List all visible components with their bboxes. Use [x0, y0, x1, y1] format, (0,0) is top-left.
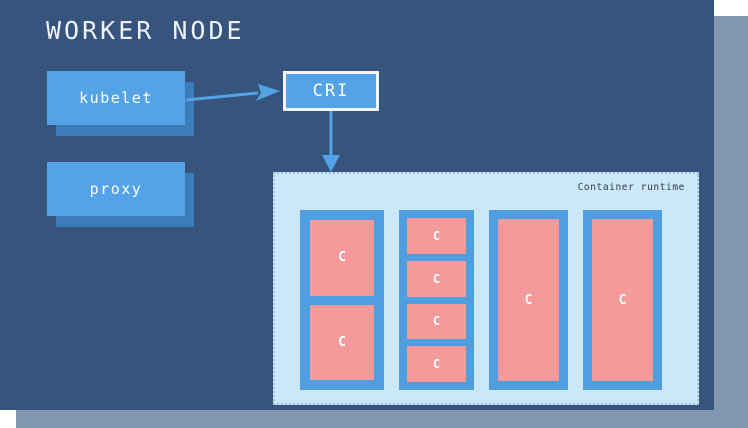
- arrow-kubelet-to-cri: [185, 84, 280, 102]
- service-box-kubelet-face: kubelet: [47, 71, 185, 125]
- service-label-kubelet: kubelet: [79, 89, 153, 107]
- container: C: [407, 260, 466, 297]
- service-box-kubelet[interactable]: kubelet: [47, 71, 194, 136]
- container-runtime-label: Container runtime: [577, 182, 685, 193]
- container: C: [407, 346, 466, 382]
- pod-3[interactable]: C: [489, 210, 568, 390]
- arrow-cri-to-runtime: [322, 111, 340, 172]
- container: C: [498, 219, 559, 381]
- container: C: [592, 219, 653, 381]
- container: C: [407, 303, 466, 340]
- service-box-proxy[interactable]: proxy: [47, 162, 194, 227]
- pods-row: C C C C C C C C: [300, 210, 662, 390]
- service-box-proxy-face: proxy: [47, 162, 185, 216]
- service-label-proxy: proxy: [89, 180, 143, 198]
- cri-label: CRI: [312, 81, 350, 101]
- pod-2[interactable]: C C C C: [399, 210, 474, 390]
- container: C: [310, 220, 374, 296]
- worker-node-panel: WORKER NODE kubelet proxy CRI: [0, 0, 714, 410]
- pod-1[interactable]: C C: [300, 210, 384, 390]
- cri-box[interactable]: CRI: [283, 71, 379, 111]
- container: C: [310, 304, 374, 380]
- container: C: [407, 218, 466, 254]
- pod-4[interactable]: C: [583, 210, 662, 390]
- container-runtime-panel: Container runtime C C C C C C C C: [273, 172, 699, 405]
- page-title: WORKER NODE: [46, 16, 245, 45]
